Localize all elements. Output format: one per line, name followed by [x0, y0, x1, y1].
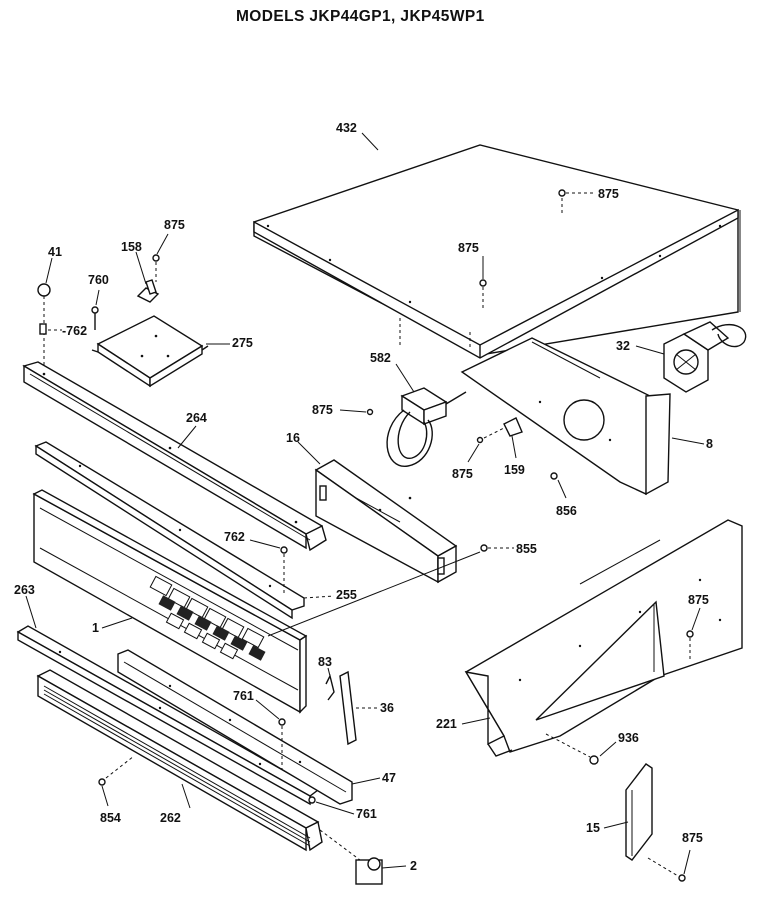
label-875-low: 875 [452, 467, 473, 481]
label-83: 83 [318, 655, 332, 669]
label-41: 41 [48, 245, 62, 259]
label-8: 8 [706, 437, 713, 451]
part-856-screw [550, 472, 558, 480]
label-762-left: -762 [62, 324, 87, 338]
label-761-bottom: 761 [356, 807, 377, 821]
screw-875-top [558, 189, 566, 197]
label-263: 263 [14, 583, 35, 597]
label-159: 159 [504, 463, 525, 477]
part-16-control-board [314, 459, 458, 584]
label-854: 854 [100, 811, 121, 825]
screw-875-mid [479, 279, 487, 287]
part-275-bracket [91, 315, 209, 388]
label-875-bracket: 875 [164, 218, 185, 232]
label-762-mid: 762 [224, 530, 245, 544]
label-432: 432 [336, 121, 357, 135]
part-41-knob [37, 283, 51, 297]
screw-875-left [366, 408, 374, 416]
part-mounting-rail [34, 441, 305, 620]
screw-875-bottom [678, 874, 686, 882]
label-875-left: 875 [312, 403, 333, 417]
label-2: 2 [410, 859, 417, 873]
part-83-clip [325, 673, 335, 701]
part-432-top-cover [253, 144, 741, 359]
label-582: 582 [370, 351, 391, 365]
label-855: 855 [516, 542, 537, 556]
label-1: 1 [92, 621, 99, 635]
label-936: 936 [618, 731, 639, 745]
part-582-harness [386, 387, 467, 467]
label-262: 262 [160, 811, 181, 825]
part-762-clip-left [39, 323, 47, 335]
label-264: 264 [186, 411, 207, 425]
label-875-bottom: 875 [682, 831, 703, 845]
screw-875-low [476, 436, 484, 444]
label-16: 16 [286, 431, 300, 445]
label-760: 760 [88, 273, 109, 287]
part-47-front-strip [117, 649, 353, 805]
part-855-screw [480, 544, 488, 552]
part-15-bracket [625, 763, 653, 861]
label-275: 275 [232, 336, 253, 350]
part-8-rear-shield [460, 337, 671, 496]
part-761-screw-bottom [308, 796, 316, 804]
label-761-top: 761 [233, 689, 254, 703]
part-263-lower-trim [16, 625, 320, 806]
part-854-screw [98, 778, 106, 786]
label-36: 36 [380, 701, 394, 715]
part-36-bracket [339, 670, 357, 746]
part-1-control-panel [32, 489, 308, 714]
label-32: 32 [616, 339, 630, 353]
part-158-clip [136, 279, 160, 303]
label-158: 158 [121, 240, 142, 254]
part-32-cooling-fan [663, 321, 747, 393]
leader-432 [361, 132, 379, 151]
part-936-screw [589, 755, 599, 765]
screw-875-bracket [152, 254, 160, 262]
part-221-side-panel [464, 519, 743, 757]
diagram-title: MODELS JKP44GP1, JKP45WP1 [236, 8, 485, 25]
screw-875-right [686, 630, 694, 638]
label-856: 856 [556, 504, 577, 518]
part-761-screw-top [278, 718, 286, 726]
part-762-clip-mid [280, 546, 288, 554]
label-255: 255 [336, 588, 357, 602]
label-875-mid: 875 [458, 241, 479, 255]
part-760-screw [91, 306, 99, 330]
part-264-upper-trim [22, 361, 327, 552]
part-2-knob [319, 829, 383, 885]
label-15: 15 [586, 821, 600, 835]
part-262-vent-grille [36, 669, 323, 852]
label-875-right: 875 [688, 593, 709, 607]
label-875-top: 875 [598, 187, 619, 201]
part-159-bracket [503, 417, 523, 437]
label-221: 221 [436, 717, 457, 731]
label-47: 47 [382, 771, 396, 785]
